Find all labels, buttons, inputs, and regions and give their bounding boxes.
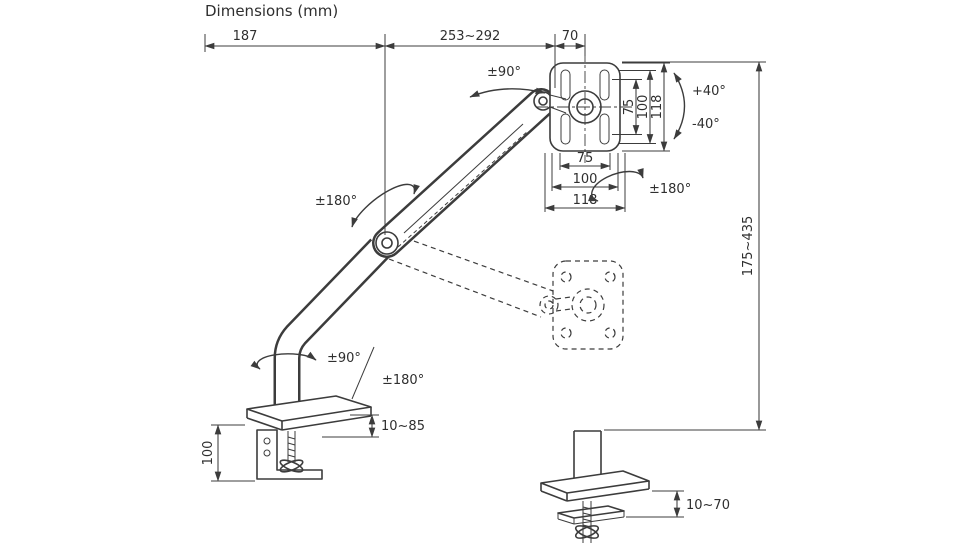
dim-top-right-label: 70 (562, 29, 579, 44)
base-swivel-annotation: ±90° ±180° (250, 346, 424, 400)
tilt-up-label: +40° (692, 84, 726, 99)
vesa-plate (533, 50, 634, 163)
dim-vesa-h-mid-label: 100 (573, 172, 598, 187)
dim-grommet-range: 10~70 (626, 490, 730, 518)
dim-vesa-horizontal: 75 100 118 (544, 151, 626, 212)
base-height-label: 100 (201, 441, 216, 466)
dim-base-height: 100 (201, 424, 255, 482)
vesa-slot (560, 69, 571, 101)
dim-top-mid-label: 253~292 (440, 29, 501, 44)
grommet-range-label: 10~70 (686, 498, 730, 513)
dim-top: 187 253~292 70 (204, 29, 586, 235)
dim-vesa-v-outer-label: 118 (650, 95, 665, 120)
monitor-swivel-annotation: ±90° (469, 65, 546, 98)
dim-vesa-v-inner-label: 75 (622, 99, 637, 116)
diagram-title: Dimensions (mm) (205, 2, 338, 20)
dim-top-left-label: 187 (233, 29, 258, 44)
dim-vesa-v-mid-label: 100 (636, 95, 651, 120)
height-range-label: 175~435 (741, 216, 756, 277)
clamp-range-label: 10~85 (381, 419, 425, 434)
monitor-arm (273, 88, 556, 406)
vesa-rotation-annotation: ±180° (588, 168, 691, 202)
dim-vesa-vertical: 75 100 118 (612, 62, 670, 152)
grommet-mount (540, 430, 650, 543)
base-swivel-180-label: ±180° (382, 373, 424, 388)
tilt-down-label: -40° (692, 117, 720, 132)
ghost-arm-position (388, 234, 624, 350)
grommet-wing-nut (574, 525, 600, 539)
clamp-knob (279, 459, 304, 473)
monitor-swivel-label: ±90° (487, 65, 521, 80)
dim-height-range: 175~435 (604, 61, 766, 431)
dim-clamp-range: 10~85 (322, 414, 425, 438)
vesa-slot (560, 113, 571, 145)
dim-vesa-h-inner-label: 75 (577, 151, 594, 166)
arm-rotation-label: ±180° (315, 194, 357, 209)
elbow-joint (375, 231, 399, 255)
dim-vesa-h-outer-label: 118 (573, 193, 598, 208)
vesa-slot (599, 69, 610, 101)
base-swivel-90-label: ±90° (327, 351, 361, 366)
tilt-annotation: +40° -40° (673, 72, 726, 140)
vesa-rotation-label: ±180° (649, 182, 691, 197)
arm-rotation-annotation: ±180° (315, 183, 420, 228)
clamp-bracket (256, 429, 323, 480)
vesa-slot (599, 113, 610, 145)
desk-clamp (246, 395, 372, 480)
